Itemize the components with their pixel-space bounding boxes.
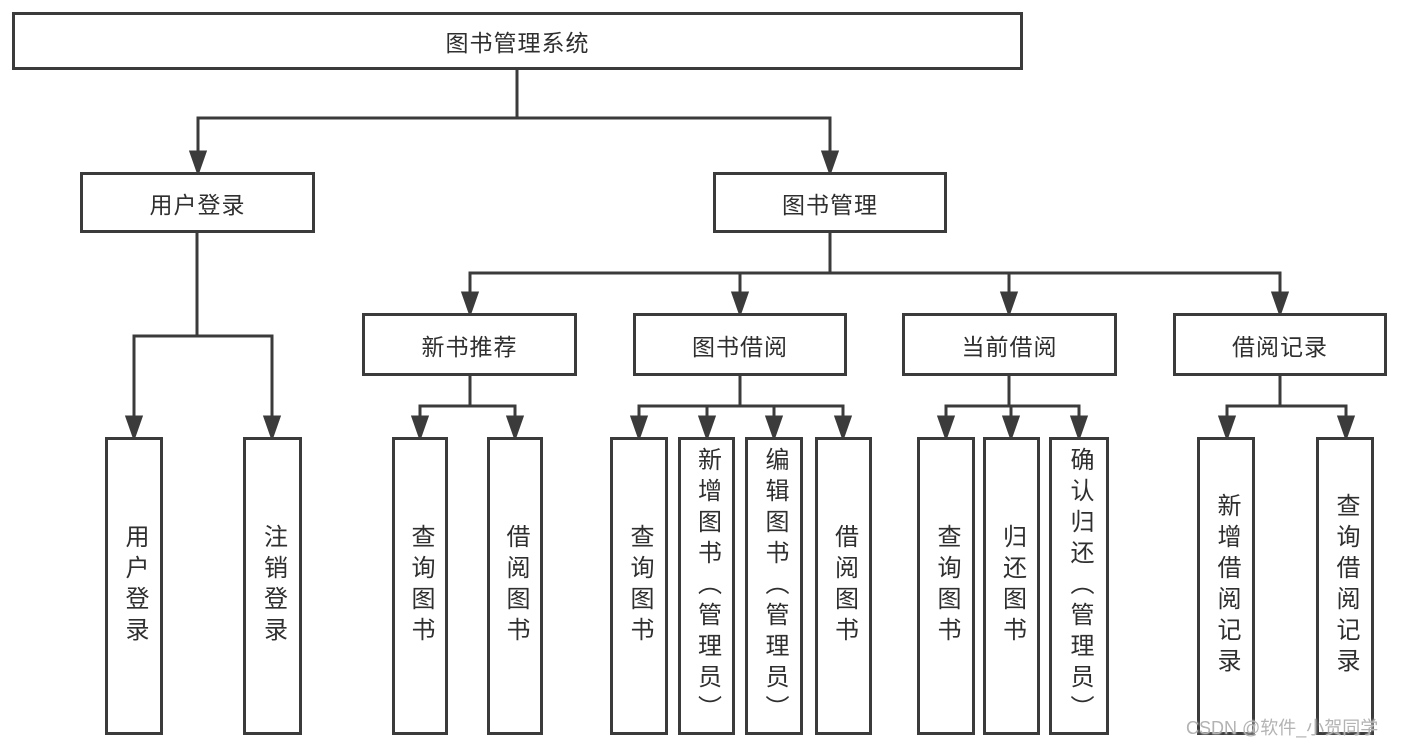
- node-new-book-recommend-label: 新书推荐: [421, 333, 518, 360]
- leaf-confirm-return-admin: 确认归还（管理员）: [1049, 437, 1109, 735]
- leaf-borrow-books-label: 借阅图书: [830, 524, 858, 648]
- leaf-user-login: 用户登录: [105, 437, 163, 735]
- arrow-leaf: [697, 404, 717, 442]
- leaf-query-borrow-record: 查询借阅记录: [1316, 437, 1374, 735]
- arrow-leaf: [1336, 404, 1356, 442]
- arrow-leaf: [629, 404, 649, 442]
- node-current-borrow: 当前借阅: [902, 313, 1117, 376]
- leaf-logout-label: 注销登录: [259, 524, 287, 648]
- arrow-to-borrow-records: [1270, 271, 1290, 318]
- leaf-edit-book-admin: 编辑图书（管理员）: [745, 437, 803, 735]
- node-borrow-records: 借阅记录: [1173, 313, 1387, 376]
- arrow-to-new-book-recommend: [460, 271, 480, 318]
- node-book-management: 图书管理: [713, 172, 947, 233]
- arrow-to-user-login: [188, 116, 208, 177]
- leaf-borrow-books-recommend: 借阅图书: [487, 437, 543, 735]
- node-book-borrow: 图书借阅: [633, 313, 847, 376]
- node-book-borrow-label: 图书借阅: [692, 333, 788, 360]
- arrow-to-current-borrow: [999, 271, 1019, 318]
- leaf-query-books-current-label: 查询图书: [933, 524, 960, 648]
- leaf-user-login-label: 用户登录: [121, 524, 148, 648]
- node-current-borrow-label: 当前借阅: [961, 333, 1058, 360]
- csdn-watermark: CSDN @软件_小贺同学: [1186, 718, 1379, 738]
- leaf-query-books-current: 查询图书: [917, 437, 975, 735]
- leaf-return-book: 归还图书: [983, 437, 1040, 735]
- node-root-label: 图书管理系统: [445, 30, 590, 56]
- leaf-logout: 注销登录: [243, 437, 302, 735]
- leaf-query-borrow-record-label: 查询借阅记录: [1332, 493, 1359, 679]
- node-book-management-label: 图书管理: [782, 191, 878, 218]
- node-user-login: 用户登录: [80, 172, 315, 233]
- leaf-query-books-recommend-label: 查询图书: [407, 524, 434, 648]
- leaf-edit-book-admin-label: 编辑图书（管理员）: [761, 446, 788, 726]
- node-user-login-label: 用户登录: [149, 191, 246, 218]
- arrow-leaf: [833, 404, 853, 442]
- arrow-leaf: [936, 404, 956, 442]
- leaf-add-borrow-record-label: 新增借阅记录: [1213, 493, 1240, 679]
- leaf-add-book-admin-label: 新增图书（管理员）: [693, 446, 721, 726]
- leaf-return-book-label: 归还图书: [998, 524, 1026, 648]
- node-borrow-records-label: 借阅记录: [1232, 333, 1328, 360]
- arrow-to-leaf-user-login: [124, 334, 144, 442]
- node-new-book-recommend: 新书推荐: [362, 313, 577, 376]
- leaf-query-books-borrow: 查询图书: [610, 437, 668, 735]
- arrow-leaf: [764, 404, 784, 442]
- arrow-leaf: [1217, 404, 1237, 442]
- node-root: 图书管理系统: [12, 12, 1023, 70]
- arrow-leaf: [1001, 404, 1021, 442]
- leaf-borrow-books-recommend-label: 借阅图书: [502, 524, 529, 648]
- arrow-leaf: [410, 404, 430, 442]
- leaf-query-books-recommend: 查询图书: [392, 437, 448, 735]
- arrow-to-leaf-logout: [262, 334, 282, 442]
- leaf-query-books-borrow-label: 查询图书: [626, 524, 653, 648]
- leaf-confirm-return-admin-label: 确认归还（管理员）: [1066, 446, 1093, 726]
- leaf-borrow-books: 借阅图书: [815, 437, 872, 735]
- leaf-add-book-admin: 新增图书（管理员）: [678, 437, 735, 735]
- arrow-leaf: [1069, 404, 1089, 442]
- arrow-to-book-borrow: [730, 271, 750, 318]
- arrow-leaf: [505, 404, 525, 442]
- arrow-to-book-management: [820, 116, 840, 177]
- leaf-add-borrow-record: 新增借阅记录: [1197, 437, 1255, 735]
